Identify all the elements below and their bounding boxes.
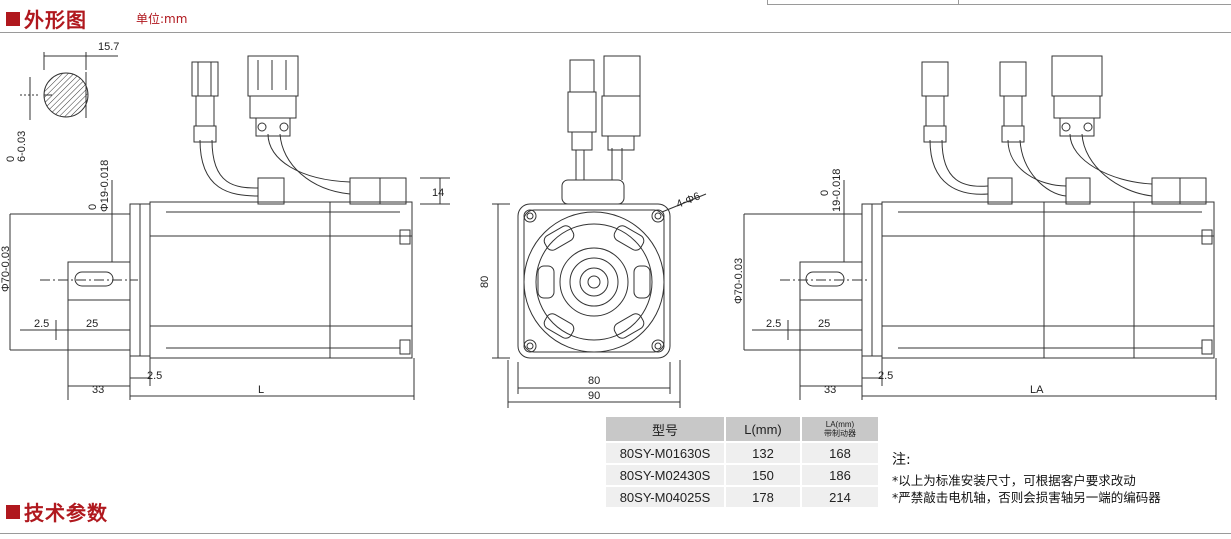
- section-title: 技术参数: [24, 501, 108, 525]
- cell-l: 178: [725, 485, 802, 507]
- section-marker-icon: [6, 11, 20, 26]
- dim-square-height: 80: [479, 276, 491, 288]
- col-l: L(mm): [725, 417, 802, 442]
- cell-model: 80SY-M01630S: [606, 441, 726, 464]
- cell-l: 132: [725, 441, 802, 464]
- motor-front-view: [517, 55, 671, 359]
- dim-shaft-length: 33: [92, 384, 104, 396]
- dim-connector-height: 14: [432, 187, 444, 199]
- unit-label: 单位:mm: [136, 12, 188, 26]
- divider: [0, 533, 1231, 534]
- notes-title: 注:: [892, 452, 911, 468]
- note-item: *严禁敲击电机轴，否则会损害轴另一端的编码器: [892, 490, 1161, 505]
- dim-shaft-dia-right: 19-0.018: [831, 169, 843, 212]
- divider: [0, 32, 1231, 33]
- dim-step-right: 2.5: [766, 318, 781, 330]
- dim-step: 2.5: [34, 318, 49, 330]
- cell-la: 168: [801, 441, 880, 464]
- dim-body-length: L: [258, 384, 264, 396]
- shaft-section-view: [20, 52, 118, 120]
- dim-mounting-holes: 4-Φ6: [675, 190, 702, 210]
- notes: 注: *以上为标准安装尺寸，可根据客户要求改动 *严禁敲击电机轴，否则会损害轴另…: [892, 452, 1161, 506]
- dim-flange-thickness-right: 2.5: [878, 370, 893, 382]
- section-header-specs: 技术参数: [6, 497, 108, 526]
- dim-key-depth: 6-0.03: [16, 131, 28, 162]
- motor-side-view-brake: [780, 55, 1215, 359]
- dim-shaft-dia-right-upper: 0: [819, 190, 831, 196]
- dim-flange-thickness: 2.5: [147, 370, 162, 382]
- section-header-dimensions: 外形图: [6, 4, 87, 33]
- cell-model: 80SY-M02430S: [606, 463, 726, 486]
- dim-flange-dia: Φ70-0.03: [0, 246, 12, 292]
- cell-la: 186: [801, 463, 880, 486]
- dim-shaft-dia: Φ19-0.018: [99, 160, 111, 212]
- top-frame: [767, 0, 1231, 5]
- table-row: 80SY-M04025S 178 214: [606, 485, 880, 507]
- col-la-label: LA(mm): [825, 420, 855, 429]
- section-marker-icon: [6, 504, 20, 519]
- dim-body-length-brake: LA: [1030, 384, 1044, 396]
- dim-square-width: 80: [588, 375, 600, 387]
- table-row: 80SY-M02430S 150 186: [606, 463, 880, 486]
- model-dimension-table: 型号 L(mm) LA(mm) 带制动器 80SY-M01630S 132 16…: [606, 417, 880, 507]
- dim-flange-dia-right: Φ70-0.03: [733, 258, 745, 304]
- dim-key-length-right: 25: [818, 318, 830, 330]
- motor-side-view-left: [40, 55, 413, 359]
- table-row: 80SY-M01630S 132 168: [606, 441, 880, 464]
- dim-overall-width: 90: [588, 390, 600, 402]
- dim-shaft-length-right: 33: [824, 384, 836, 396]
- col-model: 型号: [606, 417, 726, 442]
- dim-shaft-dia-upper: 0: [87, 204, 99, 210]
- col-la-sub: 带制动器: [824, 429, 856, 438]
- col-la: LA(mm) 带制动器: [801, 417, 880, 442]
- dim-key-length: 25: [86, 318, 98, 330]
- cell-l: 150: [725, 463, 802, 486]
- dim-key-width: 15.7: [98, 41, 119, 53]
- cell-la: 214: [801, 485, 880, 507]
- table-header-row: 型号 L(mm) LA(mm) 带制动器: [606, 417, 880, 442]
- note-item: *以上为标准安装尺寸，可根据客户要求改动: [892, 473, 1136, 488]
- dim-key-depth-upper: 0: [5, 156, 17, 162]
- section-title: 外形图: [24, 8, 87, 32]
- cell-model: 80SY-M04025S: [606, 485, 726, 507]
